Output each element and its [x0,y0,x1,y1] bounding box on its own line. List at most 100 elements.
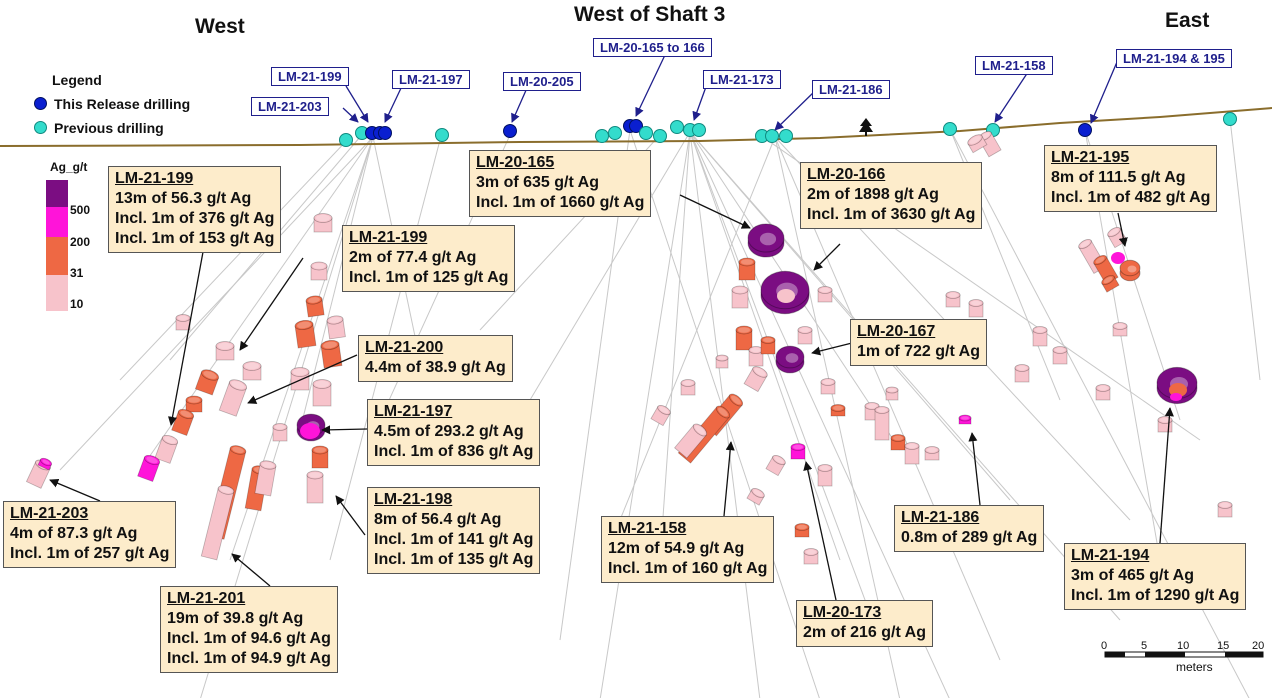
intercept-cylinder [154,434,179,464]
callout-hole: LM-21-200 [365,339,444,356]
callout-arrow [968,432,981,506]
callout-arrow [335,495,366,536]
callout-arrow [321,425,368,435]
drill-trace [299,136,374,431]
callout-line: Incl. 1m of 376 g/t Ag [115,210,275,227]
intercept-cylinder [194,369,219,396]
colorbar-tick: 10 [70,297,84,311]
intercept-cylinder [310,261,328,281]
intercept-cylinder [794,523,810,538]
callout-line: Incl. 1m of 1660 g/t Ag [476,194,645,211]
collar-arrow [635,54,666,117]
legend-prev-label: Previous drilling [54,120,164,136]
collar-arrow [692,83,708,121]
previous-drilling-collar [639,126,653,140]
callout-arrow [239,257,304,351]
intercept-cylinder [242,361,262,381]
callout-line: 4m of 87.3 g/t Ag [10,525,138,542]
callout-hole: LM-21-203 [10,505,89,522]
callout-lm-21-186: LM-21-186 0.8m of 289 g/t Ag [894,505,1045,552]
legend-title: Legend [52,72,102,88]
drill-trace [59,136,374,471]
intercept-cylinder [924,446,940,461]
callout-line: Incl. 1m of 153 g/t Ag [115,230,275,247]
collar-label: LM-21-203 [251,97,329,116]
collar-markers [339,112,1237,147]
callout-line: 2m of 77.4 g/t Ag [349,249,477,266]
callout-lm-21-203: LM-21-203 4m of 87.3 g/t Ag Incl. 1m of … [3,501,177,568]
callout-line: Incl. 1m of 482 g/t Ag [1051,189,1211,206]
intercept-cylinder [967,134,988,154]
callout-lm-20-173: LM-20-173 2m of 216 g/t Ag [796,600,933,647]
previous-drilling-collar [653,129,667,143]
callout-hole: LM-20-165 [476,154,555,171]
callout-arrow [679,194,751,229]
intercept-cylinder [1095,384,1111,401]
intercept-cylinder [968,299,984,318]
scale-tick: 5 [1141,640,1148,652]
intercept-cylinder [650,404,671,427]
callout-line: 19m of 39.8 g/t Ag [167,610,304,627]
drill-trace [119,136,351,381]
callout-line: 8m of 56.4 g/t Ag [374,511,502,528]
intercept-cylinder [1014,364,1030,383]
intercept-core [1170,393,1182,401]
callout-hole: LM-21-201 [167,590,246,607]
intercept-cylinder [312,379,332,407]
intercept-cylinder [797,326,813,345]
callout-hole: LM-20-167 [857,323,936,340]
intercept-cylinder [37,457,52,471]
callout-hole: LM-21-197 [374,403,453,420]
tree-icon [859,118,873,136]
collar-label: LM-21-186 [812,80,890,99]
intercept-cylinder [680,379,696,396]
collar-arrow [511,87,528,123]
drill-trace [1229,118,1261,381]
west-title: West [195,15,245,38]
east-title: East [1165,9,1210,32]
collar-arrow [342,107,359,123]
intercept-cylinder [137,454,161,483]
callout-arrow [803,461,837,601]
callout-line: Incl. 1m of 94.6 g/t Ag [167,630,331,647]
callout-lm-21-194: LM-21-194 3m of 465 g/t Ag Incl. 1m of 1… [1064,543,1247,610]
topography-line [0,107,1272,147]
callout-arrow [723,441,735,517]
callout-lm-21-199-a: LM-21-199 13m of 56.3 g/t Ag Incl. 1m of… [108,166,282,253]
callout-line: Incl. 1m of 125 g/t Ag [349,269,509,286]
callout-lm-21-201: LM-21-201 19m of 39.8 g/t Ag Incl. 1m of… [160,586,338,673]
intercept-cylinder [254,460,277,497]
intercept-cylinder [820,378,836,395]
callout-arrow [811,342,853,356]
callout-lm-20-165: LM-20-165 3m of 635 g/t Ag Incl. 1m of 1… [469,150,652,217]
callout-line: 2m of 216 g/t Ag [803,624,926,641]
callout-line: Incl. 1m of 160 g/t Ag [608,560,768,577]
callout-hole: LM-20-173 [803,604,882,621]
callout-arrow [813,243,841,271]
drill-trace [689,131,1121,621]
legend-new-label: This Release drilling [54,96,191,112]
colorbar-tick: 500 [70,203,91,217]
callout-line: 8m of 111.5 g/t Ag [1051,169,1186,186]
callout-arrow [1117,212,1128,247]
previous-drilling-collar [779,129,793,143]
callout-line: Incl. 1m of 135 g/t Ag [374,551,534,568]
intercept-cylinder [885,386,899,401]
intercept-cylinder [1032,326,1048,347]
callout-line: 4.4m of 38.9 g/t Ag [365,359,506,376]
callout-line: 4.5m of 293.2 g/t Ag [374,423,524,440]
drill-trace [659,131,691,561]
intercept-cylinder [674,423,708,459]
collar-arrow [994,71,1029,123]
collar-arrow [1090,61,1118,124]
callout-line: Incl. 1m of 3630 g/t Ag [807,206,976,223]
collar-arrow [774,89,817,131]
intercept-core [300,423,320,439]
intercept-cylinder [326,315,346,340]
callout-line: 2m of 1898 g/t Ag [807,186,939,203]
scale-tick: 0 [1101,640,1108,652]
callout-line: 1m of 722 g/t Ag [857,343,980,360]
intercept-cylinder [272,423,288,442]
callout-lm-21-198: LM-21-198 8m of 56.4 g/t Ag Incl. 1m of … [367,487,541,574]
previous-drilling-collar [435,128,449,142]
